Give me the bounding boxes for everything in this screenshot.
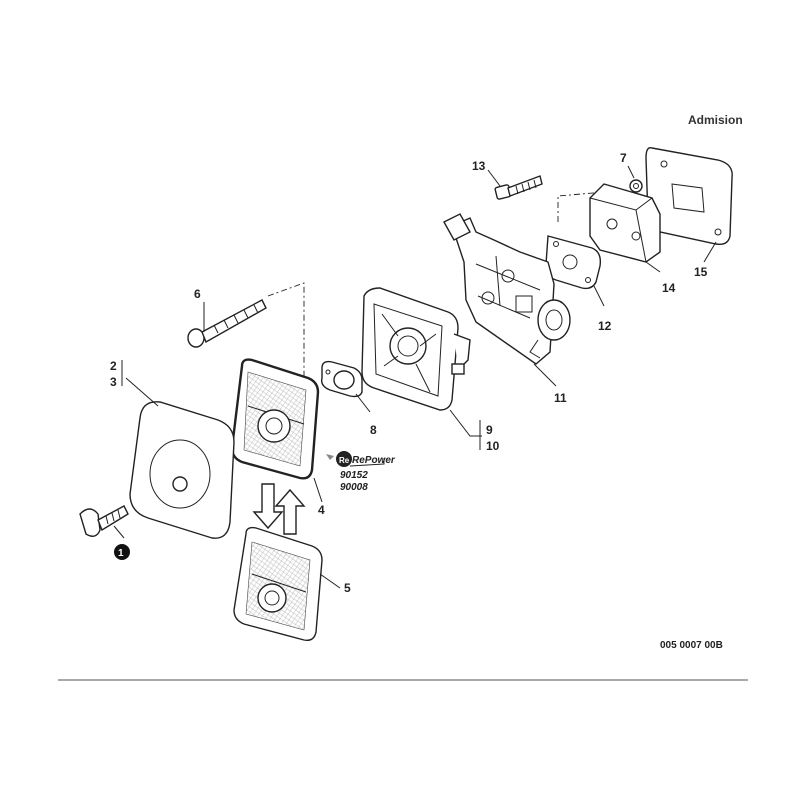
callout-7: 7 bbox=[620, 151, 627, 165]
section-title: Admision bbox=[688, 113, 743, 127]
repower-code-2: 90008 bbox=[340, 482, 368, 493]
pre-filter-5 bbox=[233, 526, 323, 642]
bolt-13 bbox=[494, 175, 543, 200]
drawing-reference: 005 0007 00B bbox=[660, 640, 723, 651]
callout-2: 2 bbox=[110, 359, 117, 373]
callout-15: 15 bbox=[694, 265, 708, 279]
callout-3: 3 bbox=[110, 375, 117, 389]
filter-cover-2-3 bbox=[129, 401, 235, 539]
callout-12: 12 bbox=[598, 319, 612, 333]
filter-arrows-icon bbox=[252, 483, 306, 535]
intake-gasket-15 bbox=[645, 147, 733, 246]
callout-5: 5 bbox=[344, 581, 351, 595]
repower-logo-mark: Re bbox=[339, 456, 350, 465]
nut-7 bbox=[629, 179, 643, 193]
screw-6 bbox=[187, 299, 267, 348]
callout-6: 6 bbox=[194, 287, 201, 301]
callout-14: 14 bbox=[662, 281, 676, 295]
callout-4: 4 bbox=[318, 503, 325, 517]
callout-9: 9 bbox=[486, 423, 493, 437]
carburetor-gasket-12 bbox=[545, 235, 602, 290]
callout-1-badge bbox=[114, 544, 130, 560]
repower-logo-icon: Re RePower bbox=[326, 451, 396, 467]
insulator-block-14 bbox=[589, 183, 661, 263]
callout-8: 8 bbox=[370, 423, 377, 437]
callout-10: 10 bbox=[486, 439, 500, 453]
callout-13: 13 bbox=[472, 159, 486, 173]
air-filter-element-4 bbox=[230, 358, 320, 480]
callout-labels: 1 2 3 4 5 6 7 8 9 10 11 12 13 14 15 bbox=[110, 151, 708, 595]
air-filter-base-9-10 bbox=[361, 287, 471, 411]
breather-valve-8 bbox=[320, 360, 363, 398]
carburetor-11 bbox=[443, 213, 571, 365]
repower-code-1: 90152 bbox=[340, 470, 368, 481]
leader-lines bbox=[113, 165, 717, 589]
callout-11: 11 bbox=[554, 391, 567, 405]
repower-logo-text: RePower bbox=[352, 455, 396, 466]
callout-1: 1 bbox=[118, 548, 124, 559]
wing-bolt-icon bbox=[79, 505, 129, 537]
